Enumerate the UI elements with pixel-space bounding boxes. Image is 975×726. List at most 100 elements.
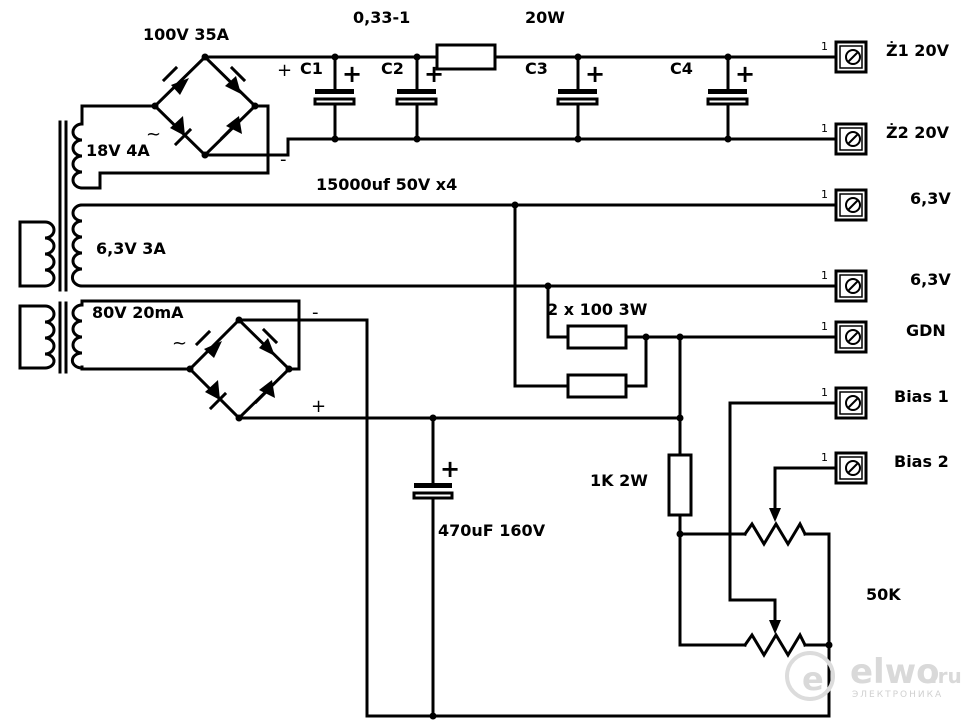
- diode: [225, 76, 241, 94]
- diode-bar: [161, 65, 179, 83]
- secondary-winding-80v: [70, 303, 84, 370]
- wire-bias-1: [728, 401, 837, 624]
- diode: [171, 78, 189, 95]
- bridge-rectifier-bias: [186, 316, 293, 422]
- wire: [80, 104, 270, 190]
- wire: [80, 104, 157, 126]
- wire-bias-negative: [237, 318, 831, 718]
- polarity-minus-small: -: [280, 149, 287, 170]
- resistor-100-b: [566, 373, 628, 399]
- svg-text:e: e: [802, 660, 824, 698]
- diode: [204, 341, 222, 358]
- ac-symbol: ~: [172, 333, 187, 354]
- polarity-plus: +: [440, 455, 460, 483]
- label-rectifier-main: 100V 35A: [143, 25, 230, 44]
- bridge-rectifier-main: [151, 53, 259, 159]
- diode: [205, 380, 220, 400]
- terminal: 1 Ż2 20V: [821, 122, 950, 156]
- label-winding-80v: 80V 20mA: [92, 303, 184, 322]
- capacitor-c4: [706, 53, 749, 143]
- diode-bar: [219, 121, 239, 141]
- watermark-brand: elwo: [850, 652, 939, 692]
- wire: [513, 203, 570, 388]
- terminal: 1 6,3V: [821, 269, 951, 303]
- diode-bar: [229, 65, 247, 83]
- wiper-arrow: [769, 620, 781, 634]
- watermark-suffix: .ru: [930, 664, 962, 688]
- terminal-pin-number: 1: [821, 386, 828, 399]
- label-pot: 50K: [866, 585, 901, 604]
- diode-bar: [173, 127, 193, 147]
- polarity-plus: +: [735, 60, 755, 88]
- terminal-pin-number: 1: [821, 188, 828, 201]
- terminal: 1 6,3V: [821, 188, 951, 222]
- wire: [80, 299, 301, 371]
- terminal: 1 Ż1 20V: [821, 40, 950, 74]
- capacitor-c2: [395, 53, 438, 143]
- terminal: 1 Bias 1: [821, 386, 949, 420]
- terminal-label: 6,3V: [910, 270, 951, 289]
- transformer: [18, 120, 84, 374]
- potentiometer-bias-1: [742, 631, 808, 658]
- polarity-plus: +: [424, 60, 444, 88]
- diode-bar: [253, 385, 273, 405]
- terminal-pin-number: 1: [821, 451, 828, 464]
- terminal-pin-number: 1: [821, 320, 828, 333]
- ac-symbol: ~: [146, 124, 161, 145]
- polarity-plus: +: [342, 60, 362, 88]
- terminal-label: Ż2 20V: [886, 123, 950, 142]
- wire-negative-rail: [203, 137, 837, 157]
- diode-bar: [194, 329, 212, 347]
- diode-bar: [208, 391, 228, 411]
- wire: [80, 365, 192, 371]
- diode-bar: [261, 327, 279, 345]
- terminal-label: Bias 1: [894, 387, 949, 406]
- terminal-pin-number: 1: [821, 40, 828, 53]
- polarity-plus-small: +: [277, 60, 292, 81]
- diode: [170, 116, 185, 136]
- primary-winding-2: [18, 304, 56, 370]
- potentiometer-bias-2: [742, 520, 808, 547]
- label-winding-18v: 18V 4A: [86, 141, 150, 160]
- resistor-100-a: [566, 324, 628, 350]
- wire: [624, 335, 648, 388]
- label-winding-6v3: 6,3V 3A: [96, 239, 166, 258]
- label-resistor-1k: 1K 2W: [590, 471, 648, 490]
- wire: [546, 284, 570, 339]
- label-resistor-power: 20W: [525, 8, 565, 27]
- label-resistors-gdn: 2 x 100 3W: [547, 300, 648, 319]
- label-caps-value: 15000uf 50V x4: [316, 175, 457, 194]
- resistor-shunt: [435, 43, 497, 71]
- terminal: 1 Bias 2: [821, 451, 949, 485]
- capacitor-470uf: [412, 416, 454, 718]
- label-c4: C4: [670, 59, 693, 78]
- wire: [678, 513, 747, 647]
- polarity-plus: +: [585, 60, 605, 88]
- secondary-winding-6v3: [70, 203, 84, 288]
- terminal-label: Ż1 20V: [886, 41, 950, 60]
- primary-winding: [18, 220, 56, 288]
- terminal-pin-number: 1: [821, 122, 828, 135]
- wiper-arrow: [769, 508, 781, 522]
- secondary-winding-18v: [71, 122, 84, 190]
- terminal-pin-number: 1: [821, 269, 828, 282]
- label-resistor-value: 0,33-1: [353, 8, 410, 27]
- diode: [259, 338, 275, 356]
- label-c1: C1: [300, 59, 323, 78]
- watermark-logo: e elwo .ru ЭЛЕКТРОНИКА: [785, 651, 962, 701]
- watermark-sub: ЭЛЕКТРОНИКА: [852, 690, 943, 700]
- resistor-1k: [667, 453, 693, 517]
- label-c3: C3: [525, 59, 548, 78]
- terminal-label: 6,3V: [910, 189, 951, 208]
- polarity-minus-small: -: [312, 302, 319, 323]
- terminal-label: GDN: [906, 321, 946, 340]
- label-c2: C2: [381, 59, 404, 78]
- capacitor-c1: [313, 53, 356, 143]
- polarity-plus-small: +: [311, 396, 326, 417]
- capacitor-c3: [556, 53, 599, 143]
- terminal-label: Bias 2: [894, 452, 949, 471]
- terminal: 1 GDN: [821, 320, 946, 354]
- label-cap-470: 470uF 160V: [438, 521, 546, 540]
